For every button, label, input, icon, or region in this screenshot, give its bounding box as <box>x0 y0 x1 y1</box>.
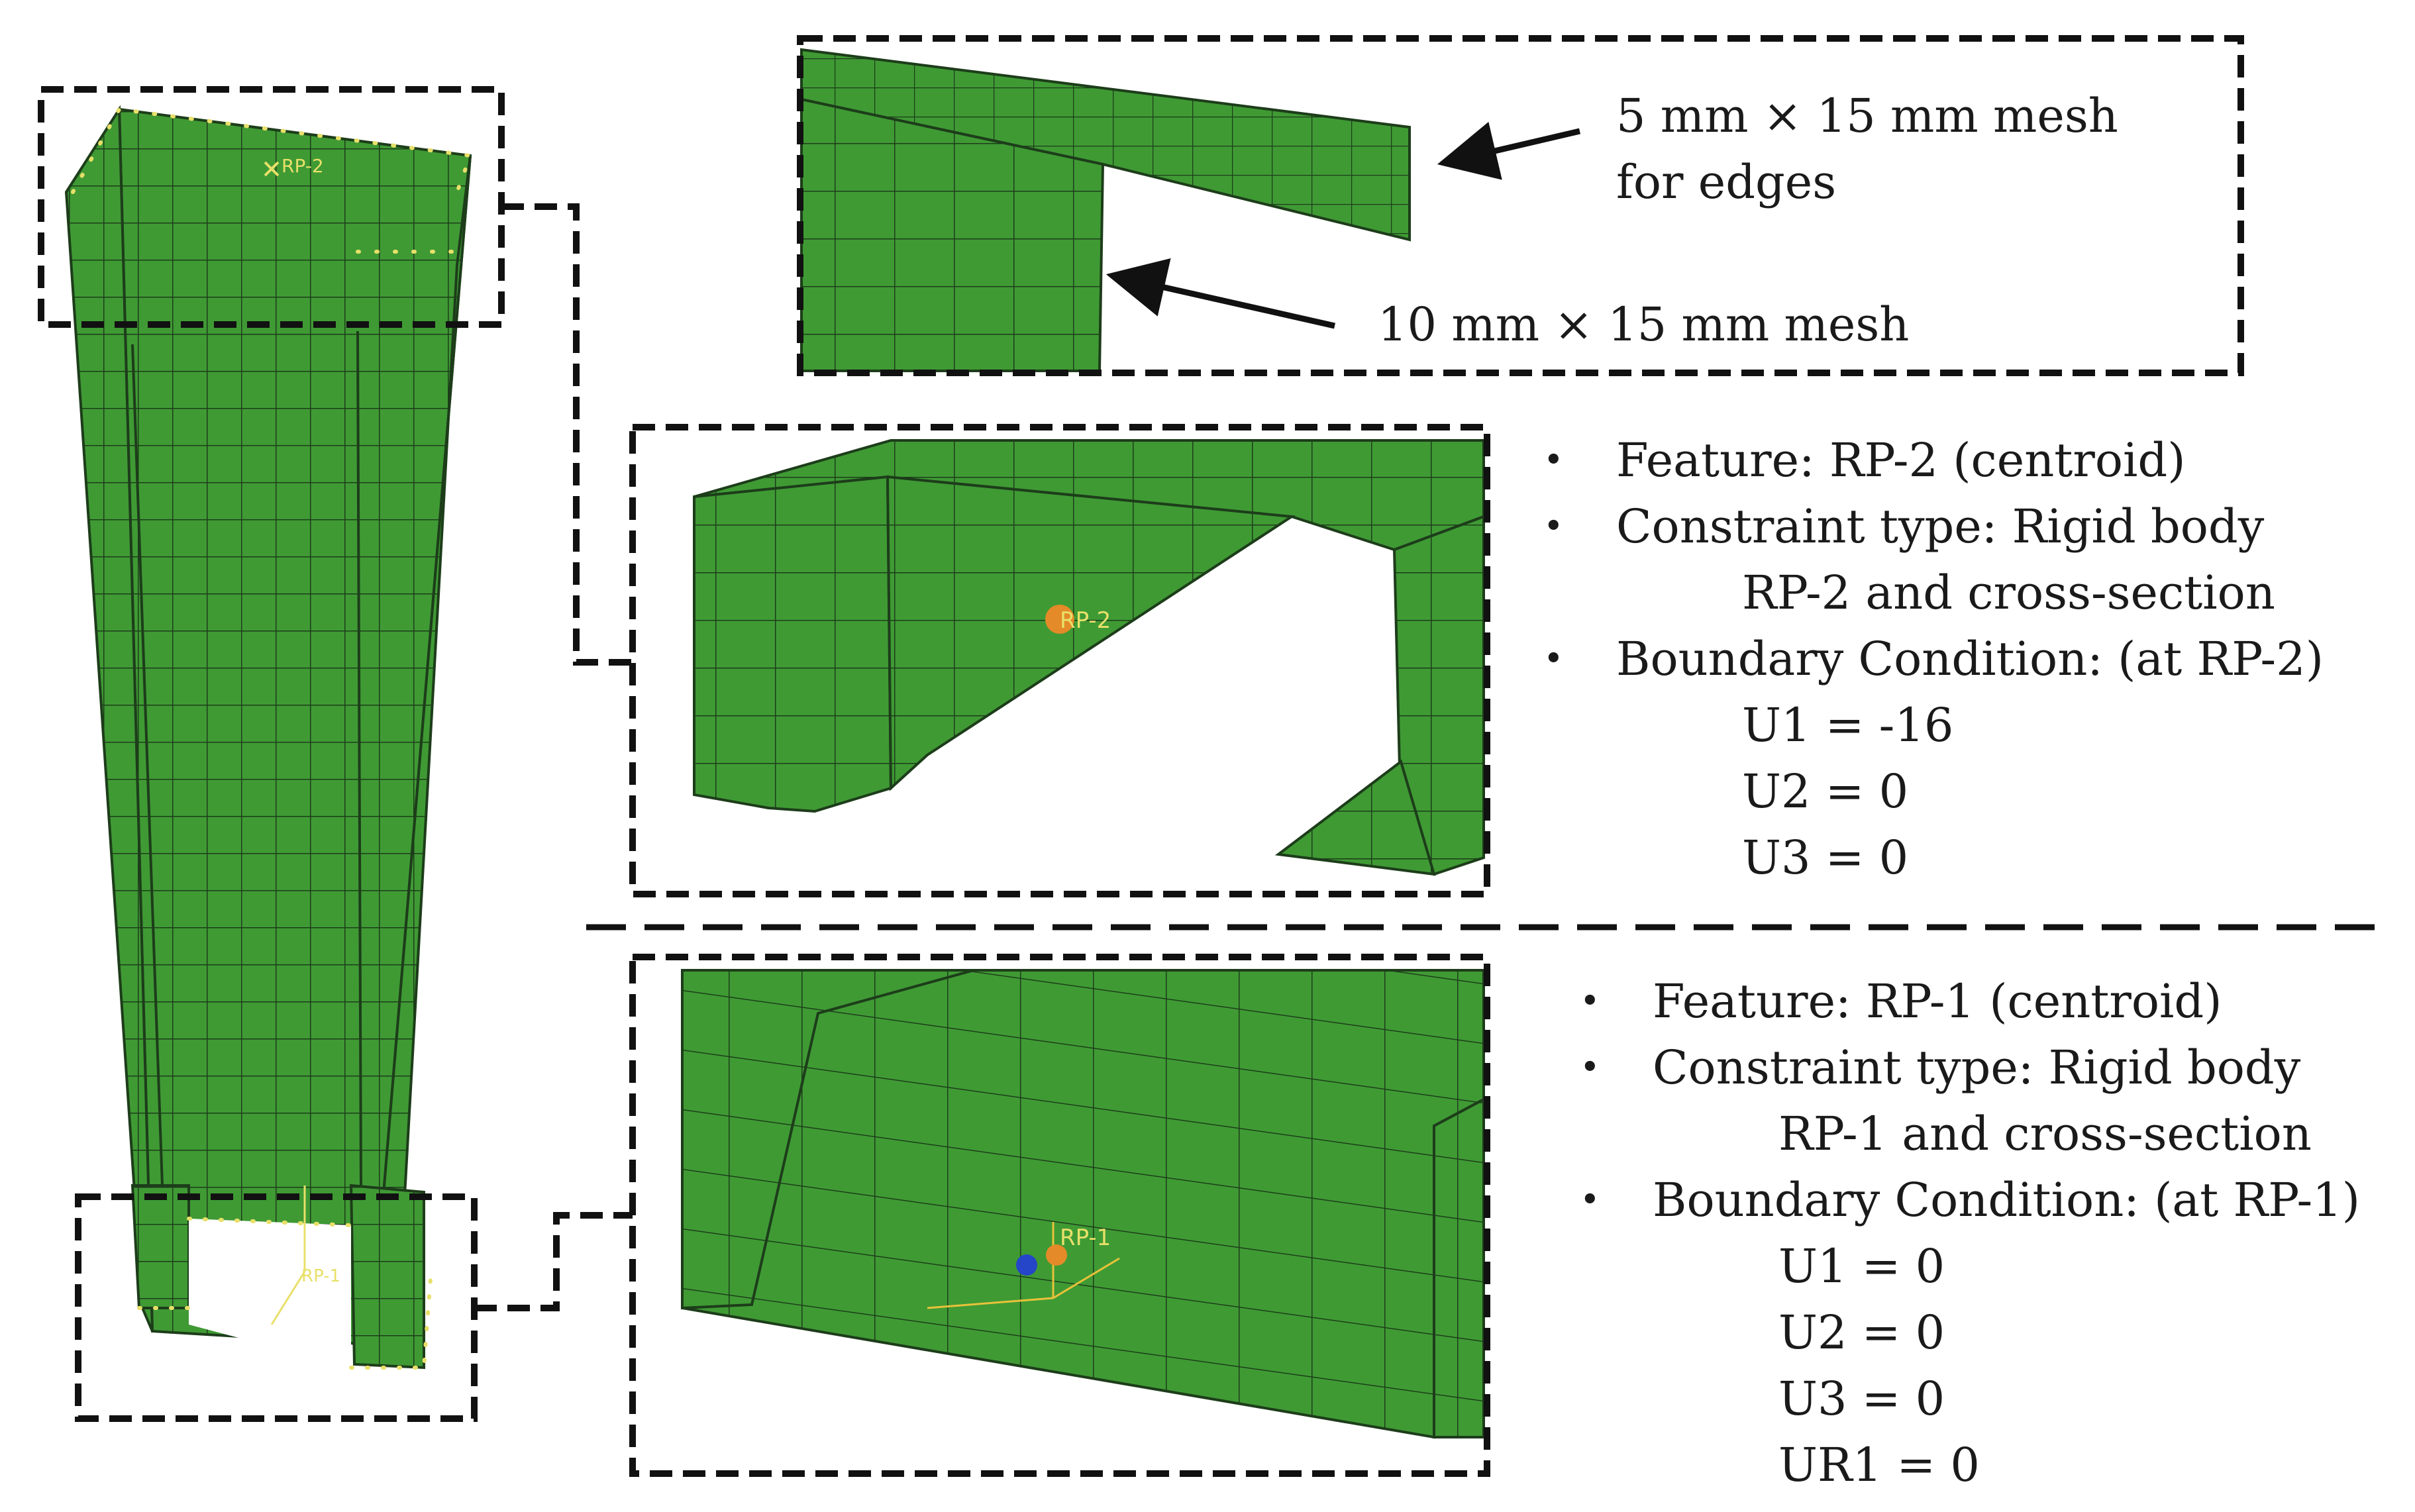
bottom-bc-markers <box>137 1217 433 1370</box>
bottom-section-left-wall <box>681 969 974 1310</box>
rp1-axis-icon <box>270 1185 306 1325</box>
bottom-bc-value: U3 = 0 <box>1778 1372 1945 1426</box>
edges-mesh-label: 5 mm × 15 mm mesh for edges <box>1616 83 2118 215</box>
column-model: RP-2 RP-1 <box>64 105 474 1370</box>
column-bottom-left-leg <box>130 1184 190 1309</box>
bottom-section-right-wall <box>1433 1097 1485 1438</box>
bottom-section-notes: • Feature: RP-1 (centroid) • Constraint … <box>1580 968 2360 1498</box>
bottom-section-box <box>629 954 1490 1477</box>
rp2-section-label: RP-2 <box>1060 607 1111 634</box>
top-bc-markers <box>71 107 474 254</box>
bullet-dot: • <box>1543 639 1564 679</box>
top-bc-value: U3 = 0 <box>1742 831 1909 885</box>
bottom-bullet-constraint-cont: RP-1 and cross-section <box>1778 1107 2312 1161</box>
rp1-section-label: RP-1 <box>1060 1225 1111 1251</box>
bullet-dot: • <box>1580 982 1600 1021</box>
bullet-dot: • <box>1580 1048 1600 1087</box>
rp2-marker-icon <box>1045 605 1074 634</box>
rp1-marker-icon <box>1046 1244 1067 1266</box>
top-section-right-foot <box>1274 759 1436 876</box>
rp2-cross-icon <box>264 161 280 177</box>
rp2-marker-label: RP-2 <box>282 155 324 177</box>
bottom-section-model: RP-1 <box>681 969 1485 1439</box>
mesh-detail <box>800 48 1411 372</box>
bullet-dot: • <box>1543 507 1564 546</box>
column-bottom-right-leg <box>349 1184 425 1370</box>
bottom-bullet-bc: • Boundary Condition: (at RP-1) <box>1580 1167 2360 1233</box>
connector-bottom <box>474 1212 633 1311</box>
bottom-bc-value: U1 = 0 <box>1778 1239 1945 1293</box>
bottom-bc-value: UR1 = 0 <box>1778 1438 1980 1492</box>
bottom-bullet-constraint: • Constraint type: Rigid body <box>1580 1034 2360 1101</box>
edges-mesh-label-line2: for edges <box>1616 155 1837 209</box>
top-bc-value: U1 = -16 <box>1742 698 1954 752</box>
connector-top <box>501 203 633 666</box>
top-section-floor <box>886 475 1296 791</box>
mesh-detail-box <box>797 35 2244 376</box>
body-mesh-arrow <box>1105 258 1335 329</box>
column-lip-line <box>356 330 362 1186</box>
bullet-dot: • <box>1543 440 1564 480</box>
top-section-notes: • Feature: RP-2 (centroid) • Constraint … <box>1543 427 2324 891</box>
rp1-marker-icon <box>1016 1254 1037 1276</box>
bottom-bullet-feature: • Feature: RP-1 (centroid) <box>1580 968 2360 1034</box>
body-mesh-label: 10 mm × 15 mm mesh <box>1378 297 1910 352</box>
top-bullet-feature: • Feature: RP-2 (centroid) <box>1543 427 2324 493</box>
top-bullet-constraint: • Constraint type: Rigid body <box>1543 493 2324 560</box>
column-left-flange <box>64 105 154 1332</box>
top-bc-value: U2 = 0 <box>1742 764 1909 819</box>
edges-mesh-label-line1: 5 mm × 15 mm mesh <box>1616 89 2118 143</box>
top-section-left-wall <box>693 475 893 813</box>
bullet-dot: • <box>1580 1180 1600 1220</box>
top-bullet-constraint-cont: RP-2 and cross-section <box>1742 566 2275 620</box>
top-section-model: RP-2 <box>693 439 1485 876</box>
column-web <box>117 107 472 1346</box>
edges-mesh-arrow <box>1437 121 1581 180</box>
top-bullet-bc: • Boundary Condition: (at RP-2) <box>1543 626 2324 692</box>
column-lip-line <box>131 344 164 1186</box>
column-bottom-cutout <box>189 1219 351 1368</box>
bottom-bc-value: U2 = 0 <box>1778 1305 1945 1360</box>
rp1-marker-label: RP-1 <box>301 1266 340 1286</box>
